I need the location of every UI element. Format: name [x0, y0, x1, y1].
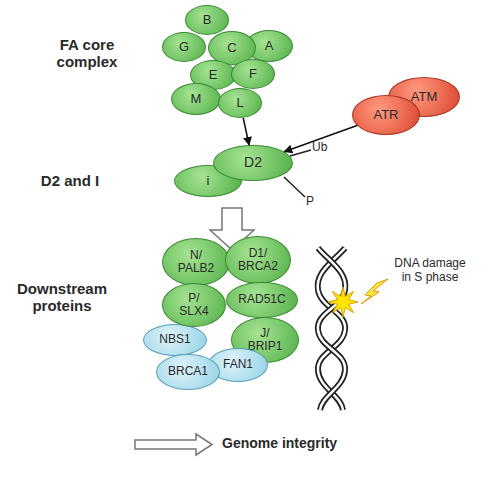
annotation-label: Ub	[312, 141, 327, 155]
protein-ellipse: B	[185, 5, 229, 35]
group-label: D2 and I	[20, 172, 120, 189]
protein-ellipse: L	[218, 88, 262, 118]
protein-ellipse: G	[162, 32, 206, 62]
protein-name: C	[227, 41, 236, 55]
protein-name: NBS1	[159, 333, 190, 346]
protein-ellipse: RAD51C	[226, 282, 298, 318]
leader-line	[290, 150, 311, 156]
dna-helix	[318, 248, 346, 410]
lightning-bolt	[361, 279, 388, 304]
group-label: Downstream proteins	[12, 280, 112, 315]
protein-name: A	[265, 39, 274, 53]
damage-burst	[328, 287, 358, 317]
signal-arrow	[284, 125, 357, 151]
protein-name: G	[179, 40, 189, 54]
protein-name: ATM	[411, 90, 437, 104]
protein-name: D1/ BRCA2	[236, 247, 280, 273]
protein-name: ATR	[373, 108, 398, 122]
protein-name: F	[249, 67, 257, 81]
protein-name: FAN1	[223, 358, 253, 371]
signal-arrow	[243, 118, 249, 145]
hollow-arrow	[135, 434, 212, 455]
protein-name: D2	[244, 155, 262, 170]
kinase-ellipse: ATR	[352, 95, 420, 135]
protein-ellipse: D1/ BRCA2	[225, 236, 291, 284]
leader-line	[284, 177, 305, 197]
annotation-label: P	[306, 195, 314, 209]
protein-ellipse: BRCA1	[156, 354, 220, 390]
protein-ellipse: F	[231, 59, 275, 89]
annotation-label: DNA damage in S phase	[388, 257, 472, 285]
protein-name: N/ PALB2	[174, 249, 218, 275]
protein-name: L	[236, 96, 243, 110]
protein-ellipse: P/ SLX4	[162, 283, 226, 327]
protein-name: B	[203, 13, 212, 27]
protein-name: M	[191, 92, 202, 106]
protein-ellipse: N/ PALB2	[162, 238, 230, 286]
group-label: FA core complex	[47, 36, 127, 71]
protein-name: RAD51C	[238, 293, 285, 306]
protein-ellipse: NBS1	[143, 324, 207, 356]
protein-ellipse: M	[171, 83, 221, 115]
protein-name: BRCA1	[168, 365, 208, 378]
protein-name: P/ SLX4	[174, 292, 214, 318]
protein-name: E	[209, 68, 218, 82]
protein-ellipse: D2	[213, 145, 293, 181]
group-label: Genome integrity	[222, 435, 337, 451]
protein-name: i	[207, 174, 210, 188]
